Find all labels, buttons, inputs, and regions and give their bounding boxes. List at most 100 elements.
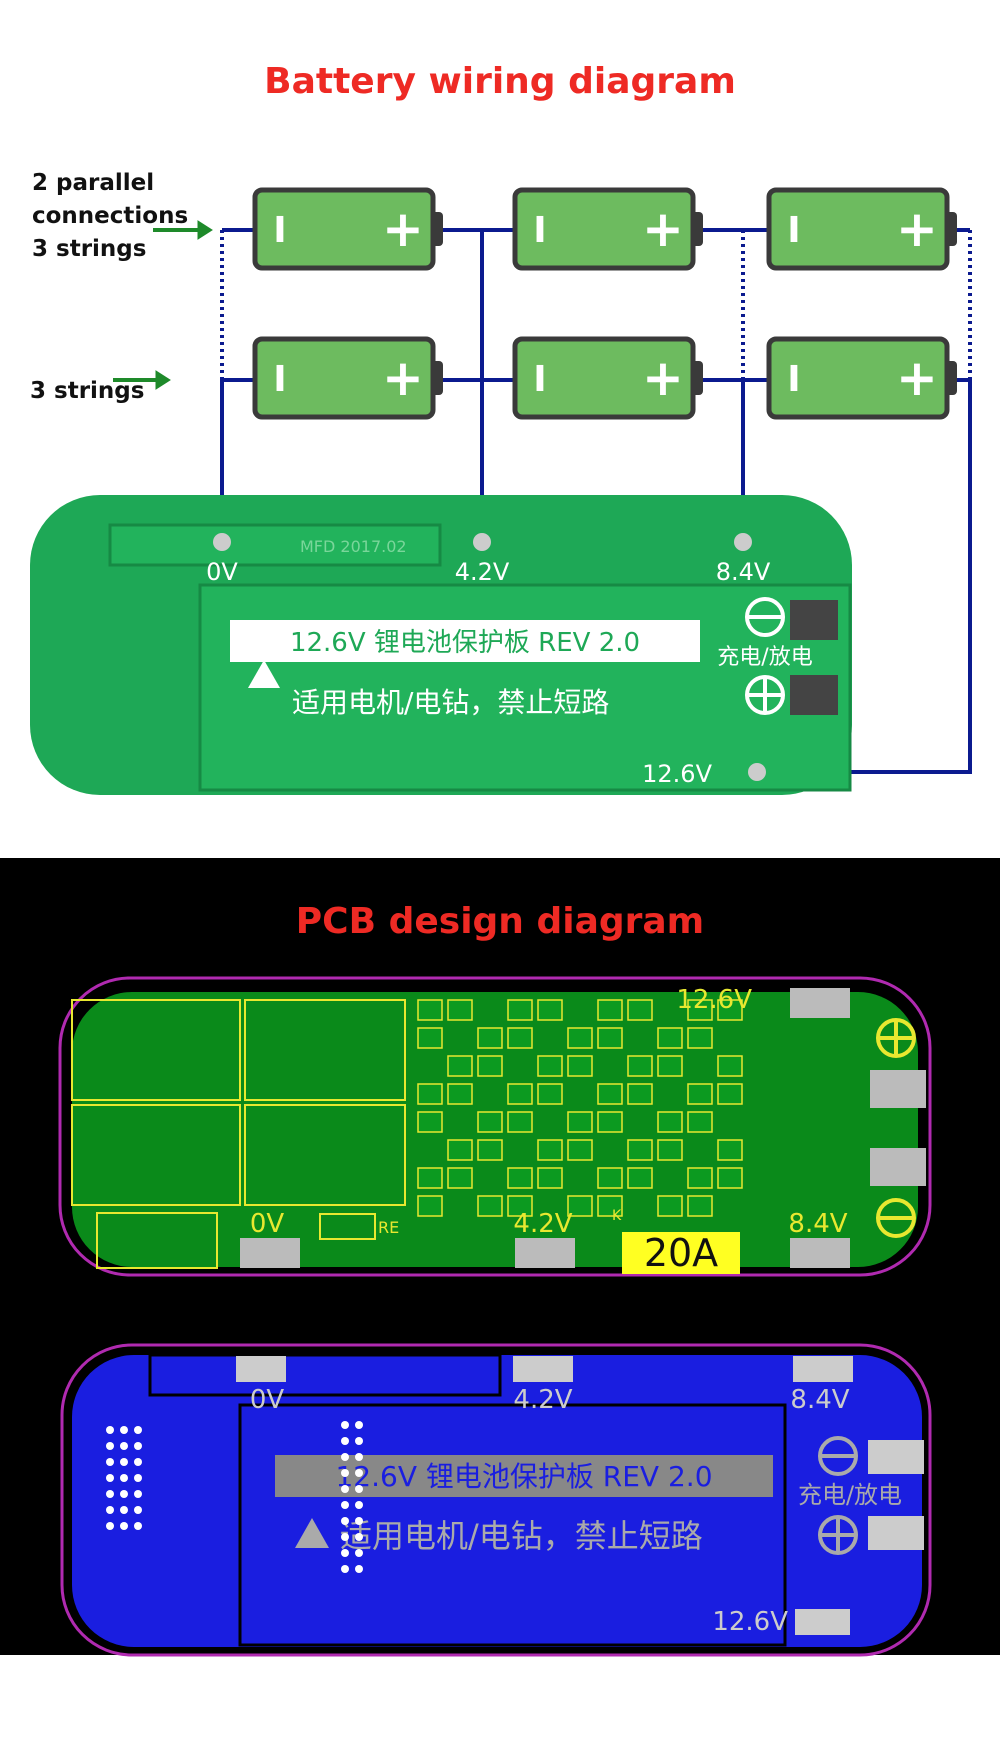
smd-pad xyxy=(537,1055,563,1077)
pcb-green-layer: 20A 12.6V 0V 4.2V 8.4V RE K xyxy=(58,976,932,1277)
via xyxy=(355,1533,363,1541)
smd-pad xyxy=(717,1055,743,1077)
via xyxy=(120,1522,128,1530)
arrow-icon xyxy=(113,220,213,390)
battery-icon: I+ xyxy=(252,336,443,420)
battery-plus: + xyxy=(896,200,938,258)
smd-pad xyxy=(657,1027,683,1049)
smd-pad xyxy=(687,1111,713,1133)
blue-8-4v: 8.4V xyxy=(790,1385,849,1415)
green-12-6v: 12.6V xyxy=(676,985,752,1015)
smd-pad xyxy=(627,1055,653,1077)
smd-pad xyxy=(537,1083,563,1105)
board-title-label: 12.6V 锂电池保护板 REV 2.0 xyxy=(290,628,640,658)
smd-pad xyxy=(597,1167,623,1189)
battery-minus: I xyxy=(787,359,800,400)
via xyxy=(355,1549,363,1557)
smd-pad xyxy=(477,1055,503,1077)
via xyxy=(355,1469,363,1477)
smd-pad xyxy=(657,1055,683,1077)
via xyxy=(341,1437,349,1445)
smd-pad xyxy=(597,1083,623,1105)
blue-title-label: 12.6V 锂电池保护板 REV 2.0 xyxy=(335,1460,712,1493)
green-8-4v: 8.4V xyxy=(788,1209,847,1239)
smd-pad xyxy=(567,1195,593,1217)
via xyxy=(106,1490,114,1498)
smd-pad xyxy=(417,1111,443,1133)
battery-plus: + xyxy=(642,200,684,258)
blue-12-6v: 12.6V xyxy=(712,1607,788,1637)
via xyxy=(355,1453,363,1461)
smd-pad xyxy=(567,1139,593,1161)
smd-pad xyxy=(417,1167,443,1189)
smd-pad xyxy=(657,1139,683,1161)
smd-pad xyxy=(597,1195,623,1217)
via xyxy=(120,1474,128,1482)
battery-minus: I xyxy=(533,210,546,251)
smd-pad xyxy=(507,1027,533,1049)
smd-pad xyxy=(477,1139,503,1161)
smd-pad xyxy=(537,1167,563,1189)
via xyxy=(341,1565,349,1573)
battery-minus: I xyxy=(787,210,800,251)
smd-pad xyxy=(477,1195,503,1217)
smd-pad xyxy=(687,999,713,1021)
battery-plus: + xyxy=(382,349,424,407)
via xyxy=(106,1426,114,1434)
smd-pad xyxy=(417,1083,443,1105)
label-parallel-line3: 3 strings xyxy=(32,236,146,262)
smd-pad xyxy=(627,1139,653,1161)
via xyxy=(355,1421,363,1429)
smd-pad xyxy=(417,999,443,1021)
tap-12-6v: 12.6V xyxy=(642,760,712,788)
battery-plus: + xyxy=(642,349,684,407)
via xyxy=(134,1522,142,1530)
battery-plus: + xyxy=(382,200,424,258)
via xyxy=(341,1517,349,1525)
green-4-2v: 4.2V xyxy=(513,1209,572,1239)
via xyxy=(355,1485,363,1493)
smd-pad xyxy=(627,1083,653,1105)
battery-plus: + xyxy=(896,349,938,407)
smd-pad xyxy=(537,999,563,1021)
battery-icon: I+ xyxy=(512,187,703,271)
smd-pad xyxy=(537,1139,563,1161)
smd-pad xyxy=(597,1111,623,1133)
smd-pad xyxy=(657,1111,683,1133)
pcb-blue-layer: 0V 4.2V 8.4V 12.6V 12.6V 锂电池保护板 REV 2.0 … xyxy=(60,1343,932,1657)
via xyxy=(134,1474,142,1482)
label-parallel-line1: 2 parallel xyxy=(32,170,154,196)
label-strings: 3 strings xyxy=(30,378,144,404)
k-label: K xyxy=(612,1208,622,1224)
via xyxy=(341,1421,349,1429)
smd-pad xyxy=(567,1111,593,1133)
smd-pad xyxy=(567,1027,593,1049)
smd-pad xyxy=(597,999,623,1021)
via xyxy=(355,1517,363,1525)
via xyxy=(355,1437,363,1445)
mfd-date: MFD 2017.02 xyxy=(300,537,407,556)
via xyxy=(106,1442,114,1450)
smd-pad xyxy=(687,1195,713,1217)
via xyxy=(341,1549,349,1557)
wiring-title: Battery wiring diagram xyxy=(264,61,736,102)
via xyxy=(120,1458,128,1466)
green-0v: 0V xyxy=(250,1209,285,1239)
via xyxy=(120,1490,128,1498)
current-rating: 20A xyxy=(644,1231,718,1275)
via xyxy=(120,1506,128,1514)
via xyxy=(134,1426,142,1434)
via xyxy=(355,1565,363,1573)
board-warning: 适用电机/电钻，禁止短路 xyxy=(292,686,609,719)
protection-board-photo: MFD 2017.02 0V 4.2V 8.4V 12.6V 12.6V 锂电池… xyxy=(30,495,852,795)
smd-pad xyxy=(627,1167,653,1189)
battery-icon: I+ xyxy=(512,336,703,420)
via xyxy=(355,1501,363,1509)
smd-pad xyxy=(717,1083,743,1105)
warning-icon xyxy=(248,660,280,688)
via xyxy=(106,1522,114,1530)
via xyxy=(341,1453,349,1461)
smd-pad xyxy=(627,999,653,1021)
smd-pad xyxy=(447,1167,473,1189)
smd-pad xyxy=(447,1055,473,1077)
